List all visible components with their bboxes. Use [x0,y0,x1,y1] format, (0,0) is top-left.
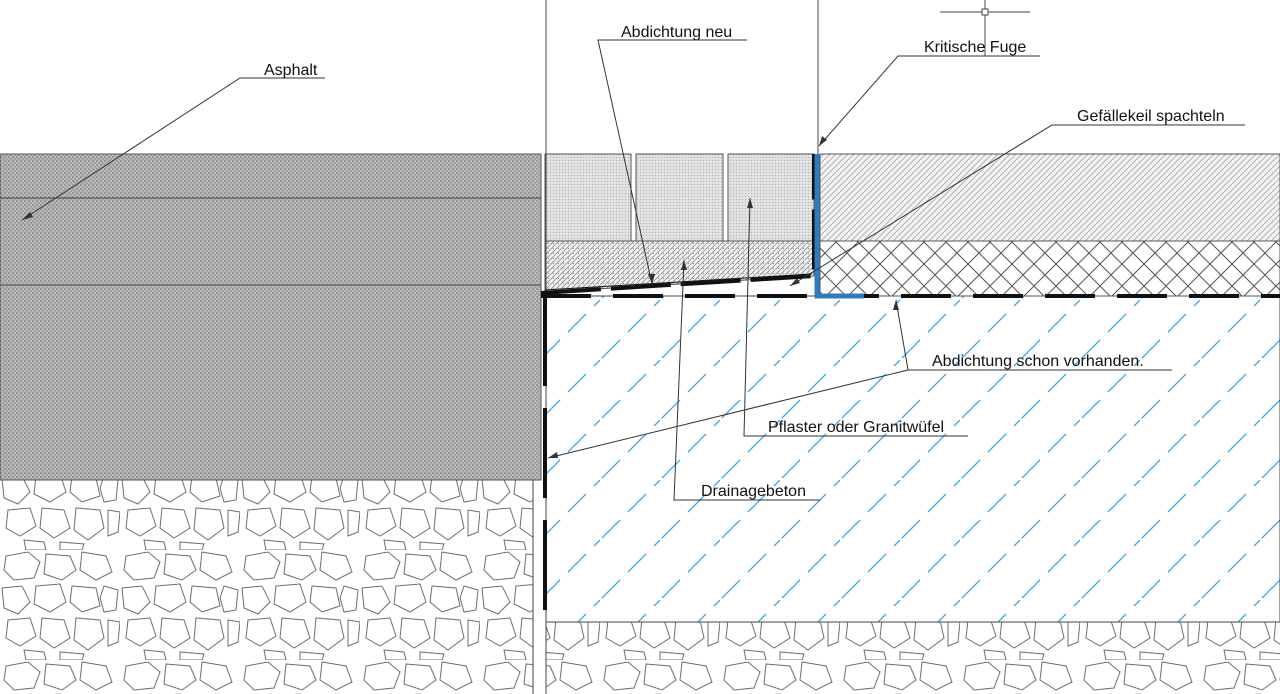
leader-critical-joint [818,55,1040,147]
label-asphalt: Asphalt [264,62,318,79]
label-drainage-concrete: Drainagebeton [701,483,806,500]
drainage-concrete-bed [544,240,815,293]
concrete-slab [545,295,1280,623]
paver-1 [544,153,632,242]
cross-hatch-layer [819,240,1280,297]
seal-new-line-thin [544,273,813,291]
label-critical-joint: Kritische Fuge [924,39,1026,56]
leader-paving [743,197,968,437]
gravel-left [0,480,533,694]
label-seal-existing: Abdichtung schon vorhanden. [932,353,1144,370]
leader-asphalt [21,77,325,221]
leader-slope-wedge [789,124,1245,287]
label-seal-new: Abdichtung neu [621,24,732,41]
leader-seal-existing [547,299,1172,459]
asphalt-layer [0,153,542,481]
label-slope-wedge: Gefällekeil spachteln [1077,108,1225,125]
surface-hatch-right [819,153,1280,242]
gravel-right [546,622,1280,694]
label-paving: Pflaster oder Granitwüfel [768,419,944,436]
critical-joint-line [814,154,864,299]
leader-seal-new [597,39,747,285]
paver-3 [727,153,815,242]
crosshair-symbol [940,0,1030,56]
leader-drainage-concrete [673,259,820,501]
seal-new-line [540,154,816,295]
paver-2 [635,153,724,242]
